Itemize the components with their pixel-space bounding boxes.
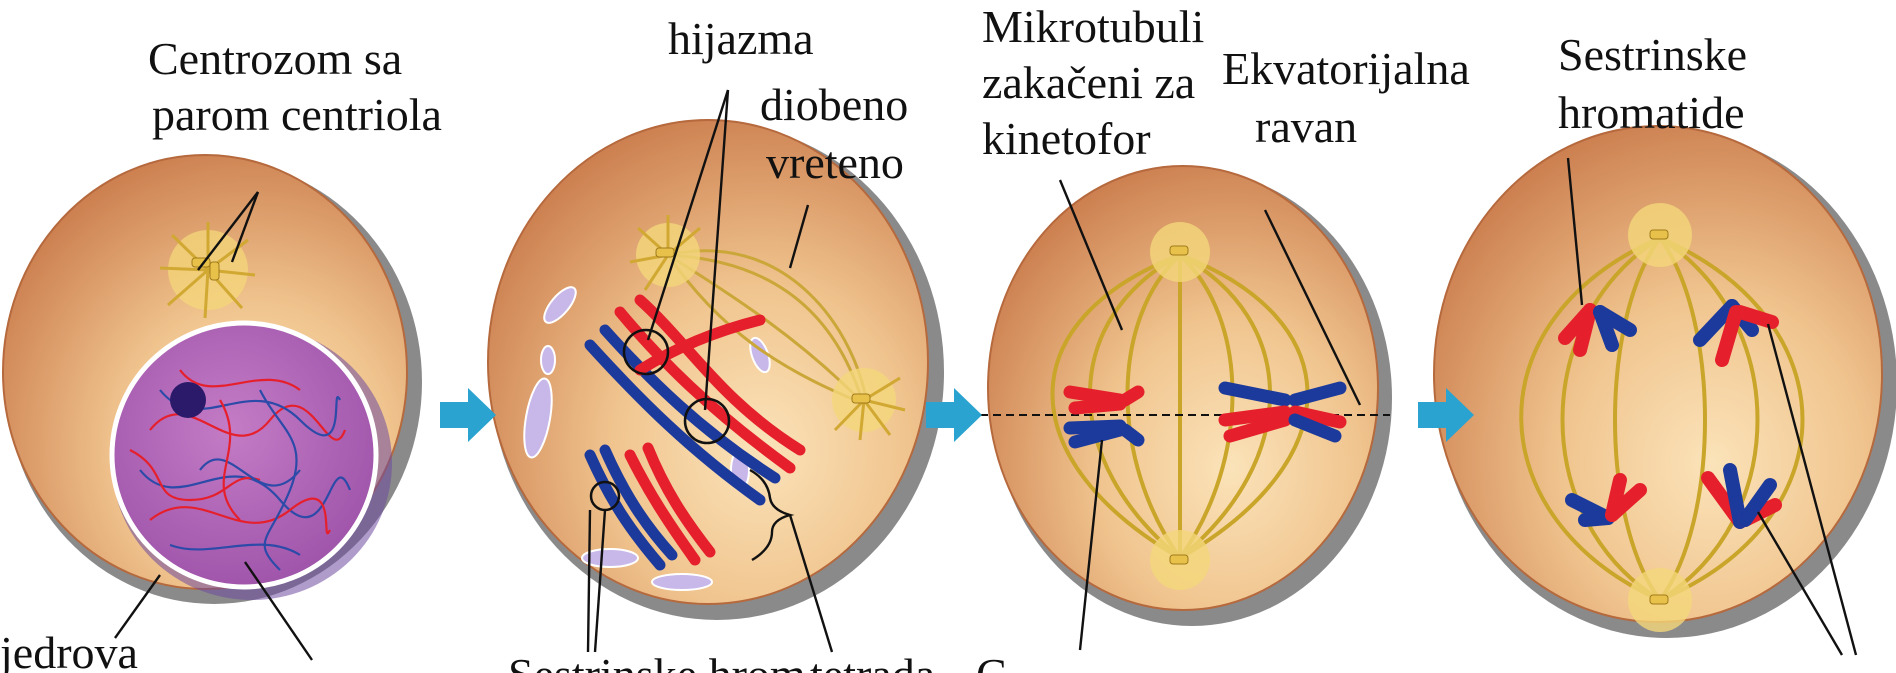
cell-2 <box>488 120 944 620</box>
label-spindle-2: vreteno <box>766 137 904 188</box>
label-microtubules-2: zakačeni za <box>982 57 1195 108</box>
cell-4-body <box>1434 126 1882 622</box>
label-microtubules-1: Mikrotubuli <box>982 1 1204 52</box>
label-sister-2: hromatide <box>1558 87 1745 138</box>
cell-1 <box>3 155 422 604</box>
label-centrosome-2: parom centriola <box>152 89 442 140</box>
label-equatorial-2: ravan <box>1255 101 1357 152</box>
centrosome-cell-4-top <box>1628 203 1692 267</box>
label-sister-1: Sestrinske <box>1558 29 1747 80</box>
label-microtubules-3: kinetofor <box>982 113 1151 164</box>
label-centrosome-1: Centrozom sa <box>148 33 402 84</box>
label-nuclear-envelope: jedrova <box>0 627 138 673</box>
centrosome-cell-3-top <box>1150 222 1210 282</box>
label-chiasma: hijazma <box>668 13 814 64</box>
nucleus <box>112 323 376 587</box>
label-equatorial-1: Ekvatorijalna <box>1222 43 1470 94</box>
centrosome-cell-4-bottom <box>1628 568 1692 632</box>
label-tetrad: tetrada <box>810 649 935 673</box>
cell-3 <box>980 166 1392 626</box>
label-spindle-1: diobeno <box>760 79 908 130</box>
arrow-1 <box>440 388 496 442</box>
centrosome-cell-3-bottom <box>1150 530 1210 590</box>
label-homologous: Sestrinske hrom <box>508 649 806 673</box>
label-centromere: C <box>976 649 1007 673</box>
nucleolus <box>170 382 206 418</box>
cell-4 <box>1434 126 1896 638</box>
